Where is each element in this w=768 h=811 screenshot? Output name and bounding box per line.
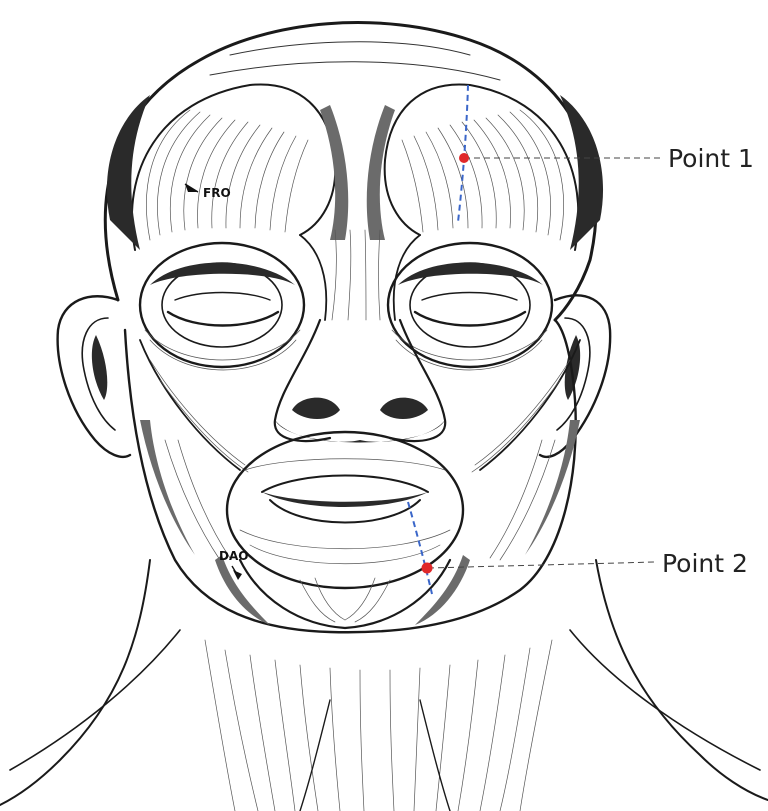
point-1-label: Point 1 [668,144,754,173]
dao-arrow-icon [233,570,242,580]
dao-label: DAO [219,549,248,563]
right-orbicularis-oculi [388,243,552,370]
point-2-label: Point 2 [662,549,748,578]
point-1-group: Point 1 [458,85,754,222]
neck [0,560,768,811]
left-ear [58,296,130,457]
left-orbicularis-oculi [140,243,304,370]
point-2-guide-line [408,502,432,594]
point-2-marker[interactable] [422,563,433,574]
fro-label: FRO [203,186,231,200]
nose [275,320,445,443]
fro-label-group: FRO [185,184,231,200]
point-1-marker[interactable] [459,153,469,163]
procerus-and-nasalis [300,230,420,320]
cheek-muscles [140,340,580,560]
